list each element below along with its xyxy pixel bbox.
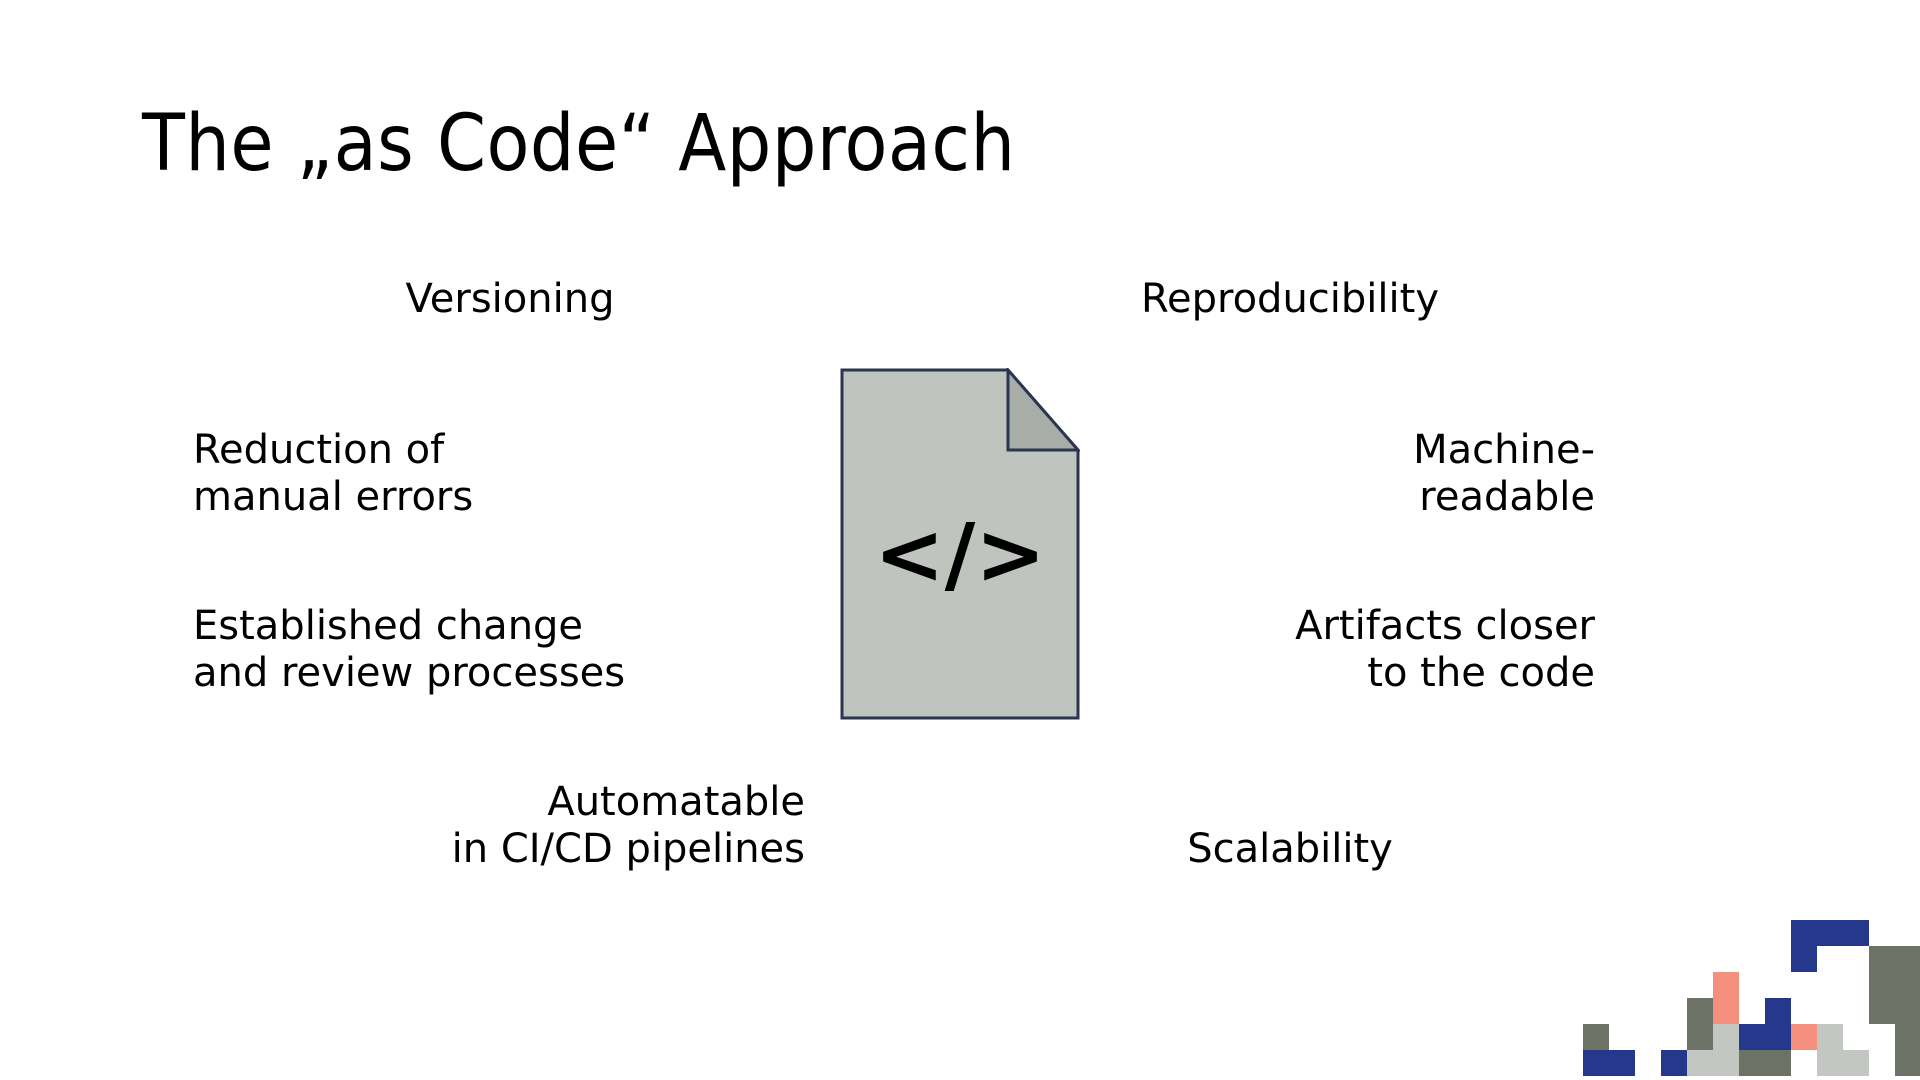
code-document-icon: </> <box>840 368 1080 720</box>
mosaic-pixel <box>1765 1050 1791 1076</box>
mosaic-pixel <box>1895 1024 1920 1050</box>
document-page-shape <box>840 368 1080 720</box>
mosaic-pixel <box>1713 1024 1739 1050</box>
mosaic-pixel <box>1791 946 1817 972</box>
mosaic-pixel <box>1895 946 1920 972</box>
mosaic-pixel <box>1843 920 1869 946</box>
mosaic-pixel <box>1817 920 1843 946</box>
mosaic-pixel <box>1687 1024 1713 1050</box>
mosaic-pixel <box>1583 1024 1609 1050</box>
mosaic-pixel <box>1713 972 1739 998</box>
mosaic-pixel <box>1791 1024 1817 1050</box>
mosaic-pixel <box>1583 1050 1609 1076</box>
mosaic-pixel <box>1817 1024 1843 1050</box>
benefit-label-artifacts-closer-to-the-code: Artifacts closer to the code <box>1295 603 1595 697</box>
benefit-label-reproducibility: Reproducibility <box>1141 276 1439 322</box>
mosaic-pixel <box>1869 946 1895 972</box>
page-title: The „as Code“ Approach <box>142 99 1016 190</box>
benefit-label-established-change-and-review-processes: Established change and review processes <box>193 603 626 697</box>
mosaic-pixel <box>1687 1050 1713 1076</box>
benefit-label-automatable-in-cicd-pipelines: Automatable in CI/CD pipelines <box>451 779 805 873</box>
mosaic-pixel <box>1869 972 1895 998</box>
mosaic-pixel <box>1895 972 1920 998</box>
mosaic-pixel <box>1817 1050 1843 1076</box>
benefit-label-scalability: Scalability <box>1187 826 1393 872</box>
mosaic-pixel <box>1713 998 1739 1024</box>
benefit-label-reduction-of-manual-errors: Reduction of manual errors <box>193 427 474 521</box>
benefit-label-versioning: Versioning <box>405 276 615 322</box>
benefit-label-machine-readable: Machine- readable <box>1413 427 1595 521</box>
mosaic-pixel <box>1609 1050 1635 1076</box>
mosaic-pixel <box>1739 1024 1765 1050</box>
mosaic-pixel <box>1687 998 1713 1024</box>
mosaic-pixel <box>1895 1050 1920 1076</box>
mosaic-pixel <box>1713 1050 1739 1076</box>
mosaic-pixel <box>1739 1050 1765 1076</box>
mosaic-pixel <box>1843 1050 1869 1076</box>
mosaic-pixel <box>1765 998 1791 1024</box>
pixel-mosaic-decoration <box>1583 920 1920 1080</box>
mosaic-pixel <box>1791 920 1817 946</box>
document-fold-corner <box>1006 368 1080 452</box>
mosaic-pixel <box>1895 998 1920 1024</box>
mosaic-pixel <box>1661 1050 1687 1076</box>
mosaic-pixel <box>1765 1024 1791 1050</box>
code-symbol-text: </> <box>874 505 1045 603</box>
mosaic-pixel <box>1869 998 1895 1024</box>
